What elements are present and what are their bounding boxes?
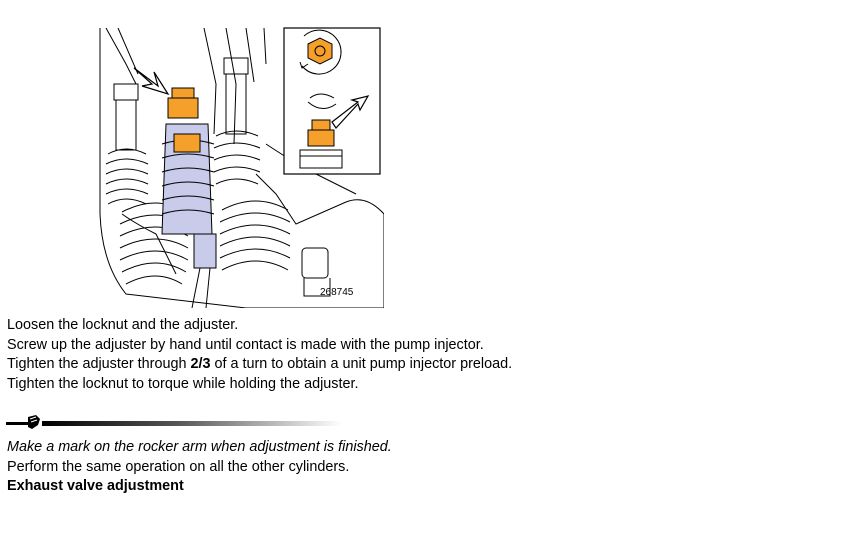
note-text: Make a mark on the rocker arm when adjus… (7, 439, 392, 455)
figure-reference-number: 268745 (320, 287, 354, 298)
repeat-instruction: Perform the same operation on all the ot… (7, 458, 350, 475)
inset-detail (283, 27, 381, 175)
pointer-arrow (133, 67, 170, 96)
valve-diagram: 268745 (99, 27, 384, 308)
engine-illustration: 268745 (96, 24, 384, 308)
instruction-step-4: Tighten the locknut to torque while hold… (7, 375, 359, 392)
instruction-step-3: Tighten the adjuster through 2/3 of a tu… (7, 355, 512, 375)
instruction-steps: Loosen the locknut and the adjuster. Scr… (7, 316, 512, 394)
note-divider (6, 413, 346, 433)
adjuster-highlight (167, 87, 201, 153)
instruction-step-1: Loosen the locknut and the adjuster. (7, 317, 239, 333)
instruction-step-3-end: of a turn to obtain a unit pump injector… (210, 356, 513, 372)
instruction-step-2: Screw up the adjuster by hand until cont… (7, 336, 484, 353)
turn-fraction: 2/3 (190, 356, 211, 372)
note-hand-icon (28, 415, 40, 429)
instruction-step-3-start: Tighten the adjuster through (7, 356, 191, 372)
note-section: Make a mark on the rocker arm when adjus… (7, 438, 392, 497)
section-heading: Exhaust valve adjustment (7, 478, 184, 494)
